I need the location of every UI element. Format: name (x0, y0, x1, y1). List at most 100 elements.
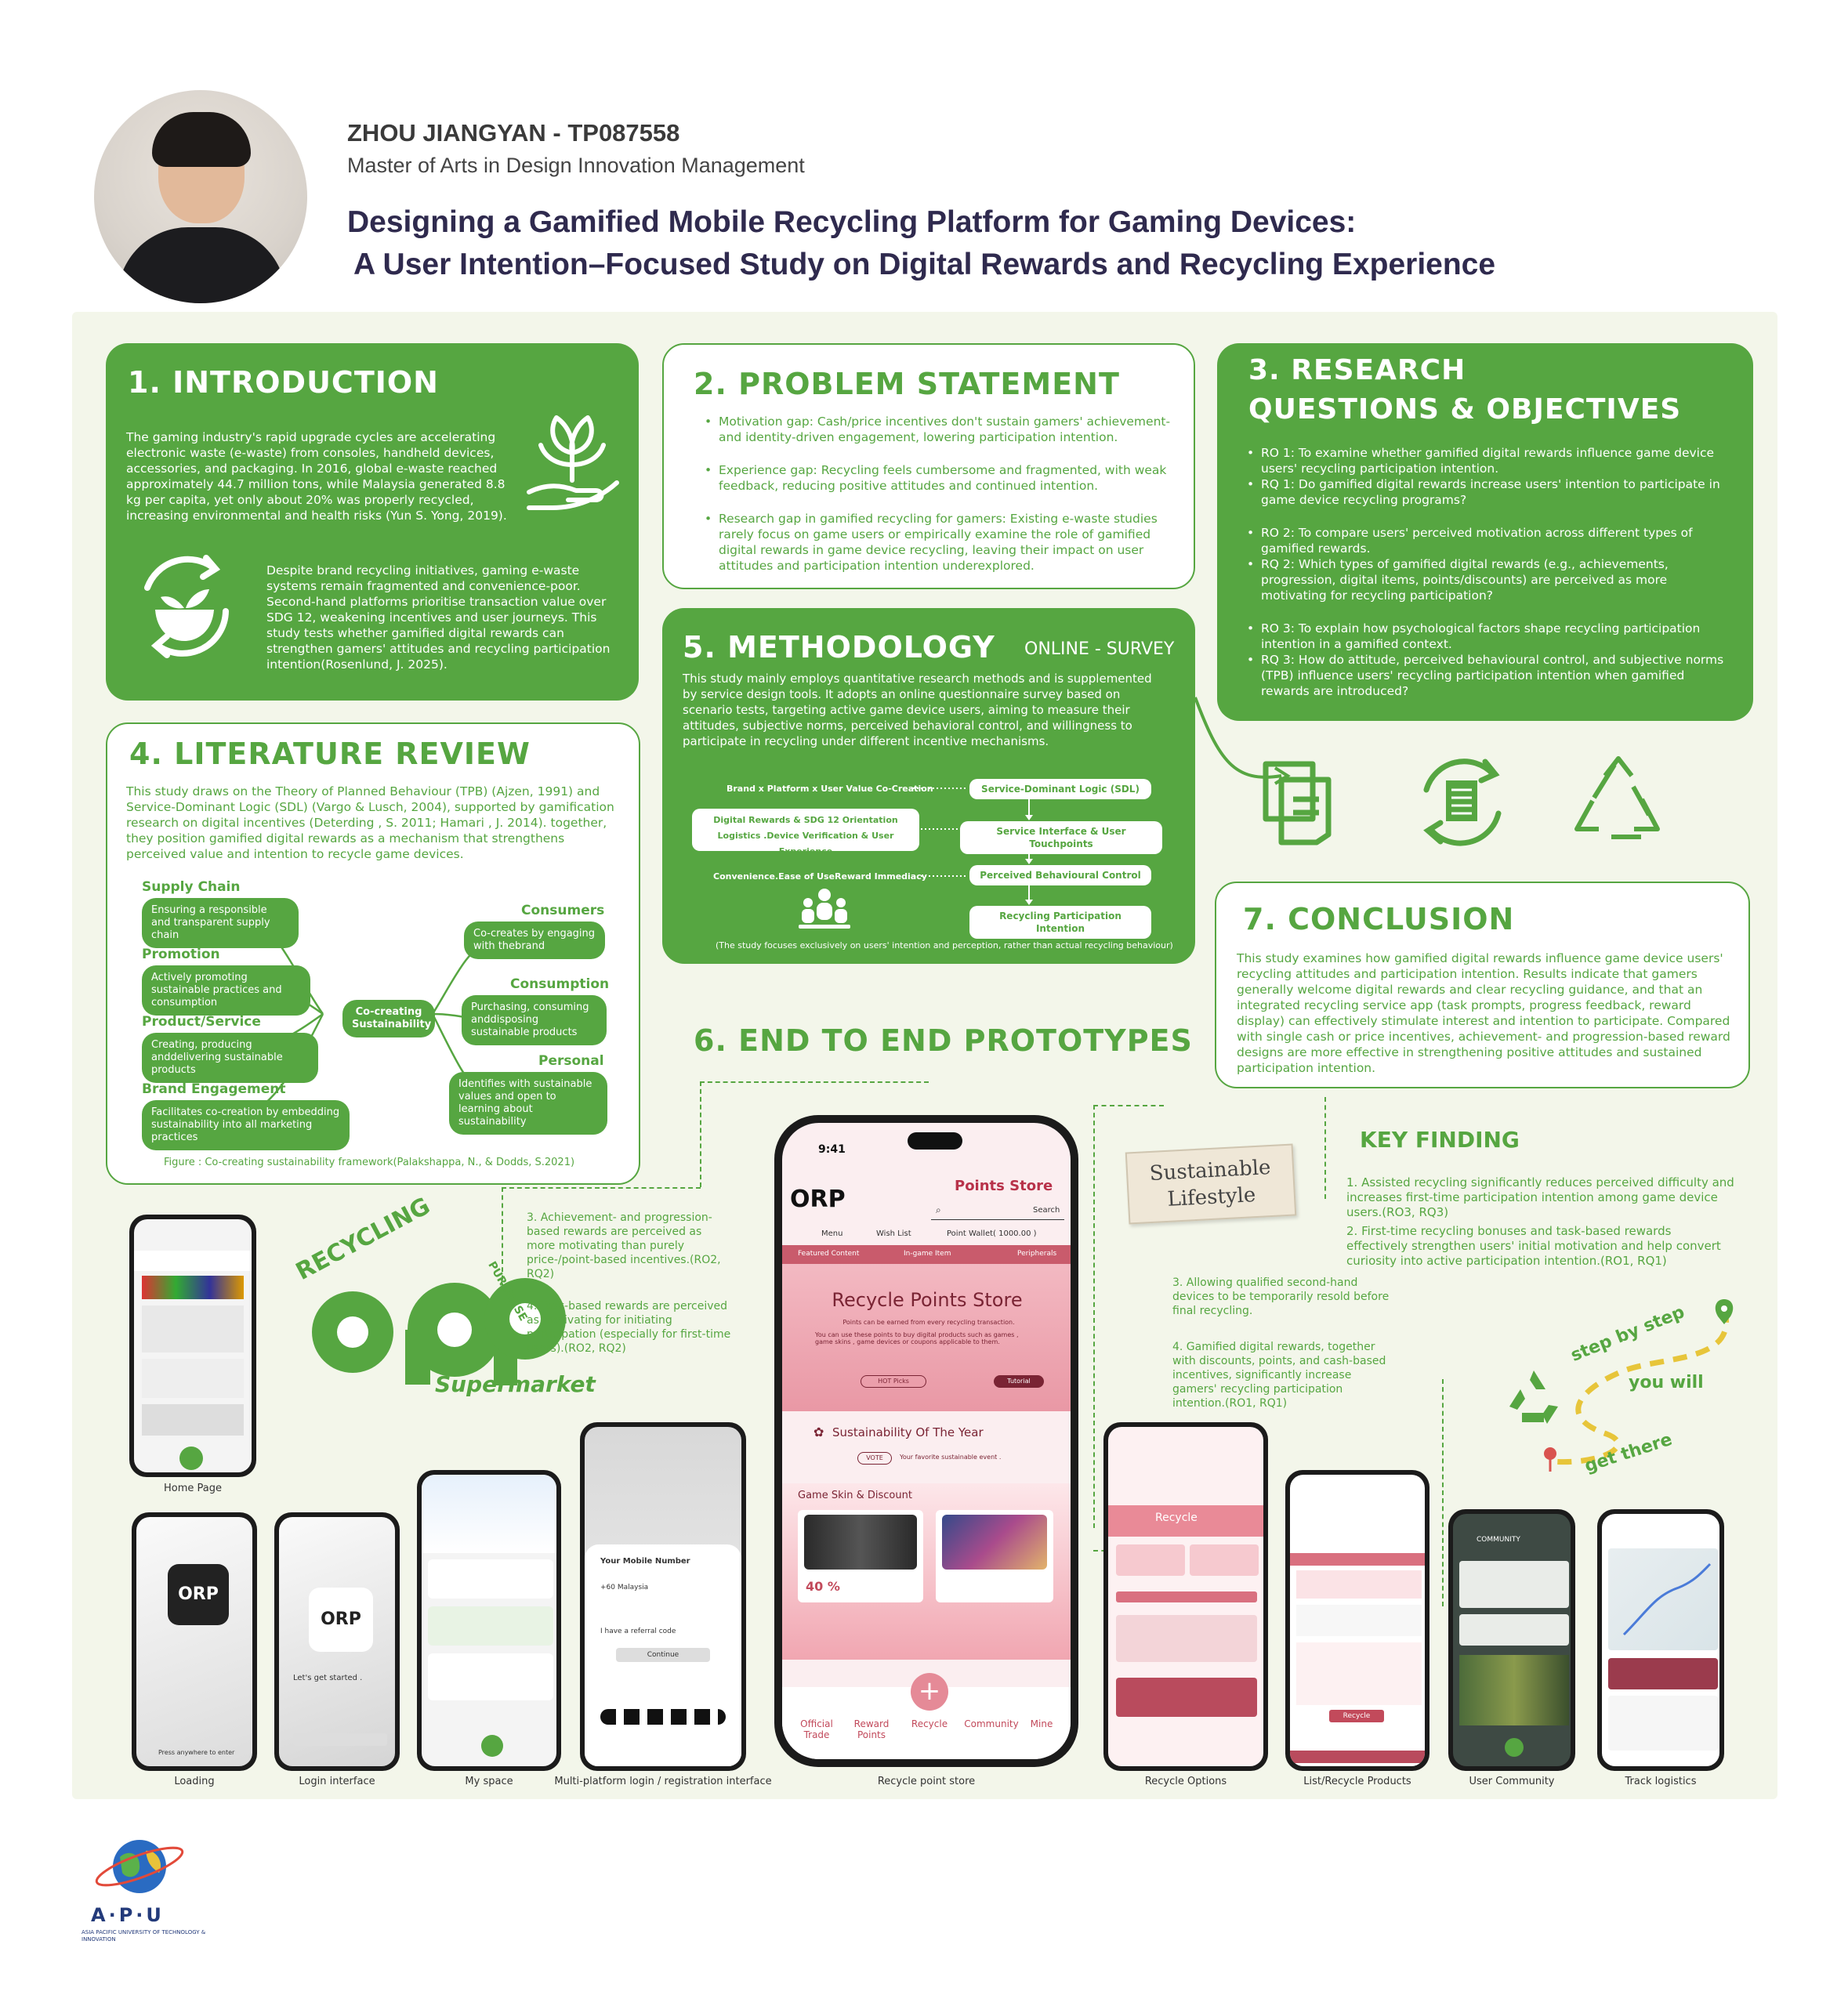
dash-line (1093, 1105, 1164, 1106)
literature-heading: 4. LITERATURE REVIEW (129, 737, 531, 771)
mm-label-product: Product/Service (142, 1014, 261, 1030)
method-left-label-3: Logistics .Device Verification & User Ex… (717, 831, 894, 856)
mm-label-consumers: Consumers (521, 903, 605, 918)
mm-pill-promotion: Actively promoting sustainable practices… (142, 965, 310, 1016)
tab-peripherals[interactable]: Peripherals (1017, 1250, 1057, 1258)
tab-ingame[interactable]: In-game Item (904, 1250, 951, 1258)
mm-pill-consumption: Purchasing, consuming anddisposing susta… (462, 995, 607, 1045)
dash-line (1442, 1379, 1444, 1606)
rq1: RQ 1: Do gamified digital rewards increa… (1247, 476, 1733, 508)
poster-title-line2: A User Intention–Focused Study on Digita… (353, 248, 1496, 281)
ro1: RO 1: To examine whether gamified digita… (1247, 445, 1733, 476)
dash-line (700, 1081, 929, 1083)
store-hero-sub2: You can use these points to buy digital … (815, 1331, 1019, 1345)
nav-community[interactable]: Community (964, 1718, 1019, 1729)
label-list-products: List/Recycle Products (1303, 1776, 1411, 1787)
apu-text: A·P·U (91, 1904, 165, 1926)
prototypes-heading: 6. END TO END PROTOTYPES (694, 1023, 1193, 1058)
intro-card: 1. INTRODUCTION The gaming industry's ra… (106, 343, 639, 701)
community-title: COMMUNITY (1477, 1536, 1520, 1544)
label-myspace: My space (465, 1776, 513, 1787)
phone-list-products: Recycle (1285, 1470, 1429, 1771)
problem-item: Motivation gap: Cash/price incentives do… (705, 414, 1175, 445)
sticker-text: Sustainable Lifestyle (1149, 1155, 1272, 1211)
store-tutorial-button[interactable]: Tutorial (994, 1375, 1044, 1388)
recycle-leaf-icon (144, 555, 229, 658)
recycle-plus-icon[interactable]: + (911, 1673, 948, 1711)
literature-card: 4. LITERATURE REVIEW This study draws on… (106, 722, 640, 1185)
label-track: Track logistics (1625, 1776, 1697, 1787)
problem-item: Research gap in gamified recycling for g… (705, 511, 1175, 574)
mm-label-promotion: Promotion (142, 947, 220, 962)
note-right-1: 3. Allowing qualified second-hand device… (1172, 1276, 1390, 1317)
mm-label-supply: Supply Chain (142, 879, 241, 895)
store-hot-button[interactable]: HOT Picks (861, 1375, 926, 1388)
store-wish[interactable]: Wish List (876, 1229, 911, 1238)
phone-multilogin: Your Mobile Number +60 Malaysia I have a… (580, 1422, 746, 1771)
search-icon[interactable]: ⌕ (936, 1204, 941, 1215)
plant-hand-icon (527, 415, 619, 510)
mm-label-consumption: Consumption (510, 976, 610, 992)
nav-official-trade[interactable]: Official Trade (800, 1718, 833, 1740)
login-logo: ORP (309, 1588, 373, 1652)
research-heading-1: 3. RESEARCH (1248, 354, 1466, 386)
key-item-1: 1. Assisted recycling significantly redu… (1346, 1175, 1734, 1219)
store-hero-sub: Points can be earned from every recyclin… (842, 1319, 1015, 1326)
dash-line (700, 1081, 701, 1187)
method-left-label-1: Brand x Platform x User Value Co-Creatio… (727, 784, 933, 794)
phone-myspace (417, 1470, 561, 1771)
store-logo: ORP (790, 1186, 846, 1213)
method-left-label-4: Convenience.Ease of UseReward Immediacy (713, 871, 927, 882)
label-recycle-options: Recycle Options (1144, 1776, 1227, 1787)
author-photo (94, 90, 307, 303)
phone-track (1597, 1509, 1724, 1771)
store-wallet[interactable]: Point Wallet( 1000.00 ) (947, 1229, 1037, 1238)
options-title: Recycle (1155, 1512, 1198, 1524)
method-text: This study mainly employs quantitative r… (683, 672, 1152, 748)
conclusion-heading: 7. CONCLUSION (1243, 902, 1515, 936)
method-box-pbc: Perceived Behavioural Control (969, 865, 1151, 885)
label-home: Home Page (164, 1483, 222, 1494)
research-card: 3. RESEARCH QUESTIONS & OBJECTIVES RO 1:… (1217, 343, 1753, 721)
phone-loading: ORP Press anywhere to enter (132, 1512, 257, 1771)
list-recycle-button[interactable]: Recycle (1329, 1710, 1384, 1722)
label-multilogin: Multi-platform login / registration inte… (554, 1776, 772, 1787)
methodology-card: 5. METHODOLOGY ONLINE - SURVEY This stud… (662, 608, 1195, 964)
store-menu[interactable]: Menu (821, 1229, 843, 1238)
apu-logo (95, 1840, 184, 1893)
phone-points-store: 9:41 ORP Points Store ⌕ Search Menu Wish… (774, 1115, 1078, 1767)
store-search[interactable]: Search (1033, 1206, 1060, 1215)
mm-label-personal: Personal (538, 1053, 604, 1069)
literature-caption: Figure : Co-creating sustainability fram… (164, 1157, 575, 1168)
phone-community: COMMUNITY (1448, 1509, 1575, 1771)
store-discount: 40 % (806, 1579, 840, 1594)
phone-home (129, 1215, 256, 1477)
journey-path (1544, 1299, 1734, 1472)
research-list: RO 1: To examine whether gamified digita… (1247, 445, 1733, 716)
method-box-sdl: Service-Dominant Logic (SDL) (969, 779, 1151, 799)
method-box-touchpoints: Service Interface & User Touchpoints (960, 821, 1162, 854)
nav-reward-points[interactable]: Reward Points (853, 1718, 890, 1740)
recycle-document-icon (1423, 759, 1502, 846)
nav-recycle[interactable]: Recycle (911, 1718, 948, 1729)
rq2: RQ 2: Which types of gamified digital re… (1247, 556, 1733, 603)
documents-icon (1263, 761, 1332, 845)
vote-button[interactable]: VOTE (857, 1452, 892, 1465)
dash-line (502, 1187, 701, 1189)
label-login: Login interface (299, 1776, 375, 1787)
label-community: User Community (1469, 1776, 1555, 1787)
multilogin-continue[interactable]: Continue (616, 1648, 710, 1662)
nav-mine[interactable]: Mine (1030, 1718, 1053, 1729)
intro-p1: The gaming industry's rapid upgrade cycl… (126, 430, 507, 523)
mm-pill-personal: Identifies with sustainable values and o… (449, 1072, 607, 1135)
tab-featured[interactable]: Featured Content (798, 1250, 860, 1258)
ro2: RO 2: To compare users' perceived motiva… (1247, 525, 1733, 556)
problem-heading: 2. PROBLEM STATEMENT (694, 367, 1120, 401)
apu-subtext: ASIA PACIFIC UNIVERSITY OF TECHNOLOGY & … (82, 1929, 206, 1943)
store-title: Points Store (955, 1178, 1053, 1194)
key-heading: KEY FINDING (1360, 1127, 1520, 1153)
recycle-symbol-icon (1509, 1371, 1558, 1424)
method-left-box: Digital Rewards & SDG 12 Orientation Log… (692, 809, 919, 856)
problem-card: 2. PROBLEM STATEMENT Motivation gap: Cas… (662, 343, 1195, 589)
dash-line (502, 1187, 503, 1336)
